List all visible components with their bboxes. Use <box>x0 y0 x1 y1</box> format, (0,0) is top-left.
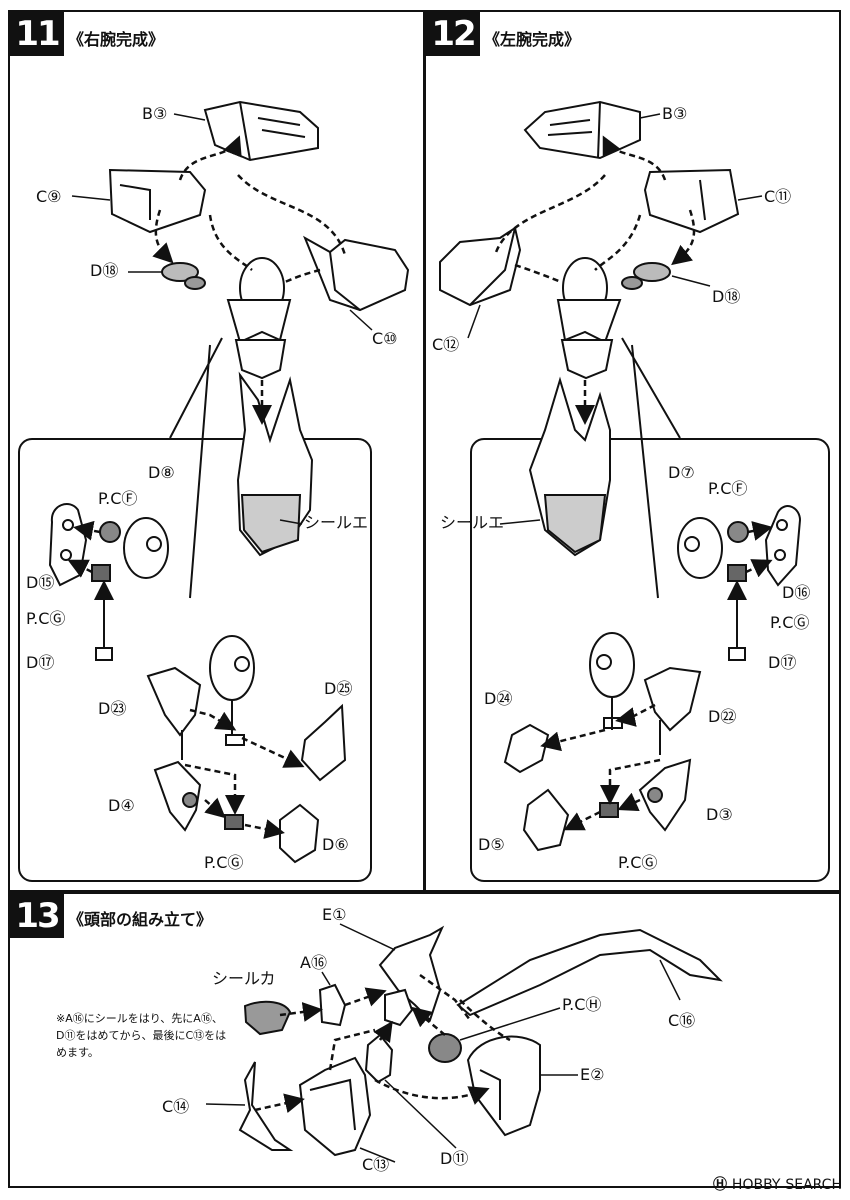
label-pch: P.CⒽ <box>562 995 602 1014</box>
label-c16: C⑯ <box>668 1011 696 1030</box>
label-d18-right: D⑱ <box>90 261 119 280</box>
step-11-number: 11 <box>10 12 64 56</box>
label-c10: C⑩ <box>372 329 398 348</box>
label-c14: C⑭ <box>162 1097 190 1116</box>
label-d22: D㉒ <box>708 707 737 726</box>
step-13-number: 13 <box>10 894 64 938</box>
label-pcg-upper-right: P.CⒼ <box>26 609 66 628</box>
label-a16: A⑯ <box>300 953 327 972</box>
label-d6: D⑥ <box>322 835 349 854</box>
label-sticker-e-left: シールエ <box>440 513 505 532</box>
label-d3: D③ <box>706 805 733 824</box>
watermark: Ⓗ HOBBY SEARCH <box>713 1177 842 1193</box>
label-e1: E① <box>322 905 347 924</box>
label-c9: C⑨ <box>36 187 62 206</box>
step-12-title: 《左腕完成》 <box>484 30 581 49</box>
watermark-suffix: SEARCH <box>785 1177 842 1193</box>
label-e2: E② <box>580 1065 605 1084</box>
label-d17-right: D⑰ <box>26 653 55 672</box>
step-13-title: 《頭部の組み立て》 <box>68 910 213 929</box>
label-sticker-ka: シールカ <box>212 969 276 988</box>
label-d11: D⑪ <box>440 1149 469 1168</box>
label-b3-right: B③ <box>142 104 168 123</box>
step-12-number: 12 <box>426 12 480 56</box>
label-d7: D⑦ <box>668 463 695 482</box>
label-d8: D⑧ <box>148 463 175 482</box>
label-b3-left: B③ <box>662 104 688 123</box>
label-d15: D⑮ <box>26 573 55 592</box>
step-11-title: 《右腕完成》 <box>68 30 165 49</box>
label-d23: D㉓ <box>98 699 127 718</box>
label-d24: D㉔ <box>484 689 513 708</box>
label-pcg-lower-left: P.CⒼ <box>618 853 658 872</box>
label-d17-left: D⑰ <box>768 653 797 672</box>
label-c12: C⑫ <box>432 335 460 354</box>
label-d4: D④ <box>108 796 135 815</box>
label-pcf-left: P.CⒻ <box>708 479 748 498</box>
label-d16: D⑯ <box>782 583 811 602</box>
label-pcf-right: P.CⒻ <box>98 489 138 508</box>
label-c13: C⑬ <box>362 1155 390 1174</box>
assembly-note: ※A⑯にシールをはり、先にA⑯、D⑪をはめてから、最後にC⑬をはめます。 <box>56 1012 227 1059</box>
watermark-brand: HOBBY <box>731 1177 781 1193</box>
label-d25: D㉕ <box>324 679 353 698</box>
label-d18-left: D⑱ <box>712 287 741 306</box>
label-d5: D⑤ <box>478 835 505 854</box>
label-sticker-e-right: シールエ <box>304 513 369 532</box>
label-c11: C⑪ <box>764 187 792 206</box>
label-pcg-lower-right: P.CⒼ <box>204 853 244 872</box>
label-pcg-upper-left: P.CⒼ <box>770 613 810 632</box>
